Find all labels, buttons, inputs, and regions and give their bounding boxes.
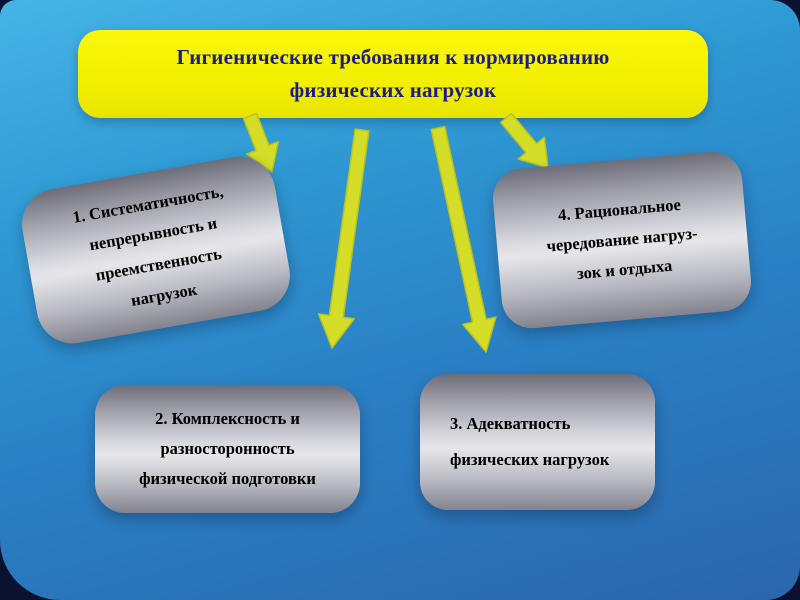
box-4-alternation-label: 4. Рациональное чередование нагруз- зок … (545, 195, 699, 283)
slide-title: Гигиенические требования к нормированию … (176, 45, 610, 102)
box-2-complexity-label: 2. Комплексность и разносторонность физи… (139, 409, 316, 488)
arrow-to-box-4 (499, 112, 549, 169)
box-3-adequacy-label: 3. Адекватность физических нагрузок (450, 413, 610, 469)
box-3-adequacy: 3. Адекватность физических нагрузок (420, 374, 655, 510)
box-2-complexity: 2. Комплексность и разносторонность физи… (95, 385, 360, 513)
box-4-alternation: 4. Рациональное чередование нагруз- зок … (490, 149, 754, 331)
arrow-to-box-3 (430, 125, 497, 353)
title-box: Гигиенические требования к нормированию … (78, 30, 708, 118)
arrow-to-box-2 (317, 128, 370, 349)
box-1-systematic-label: 1. Систематичность, непрерывность и прее… (71, 181, 225, 310)
arrow-to-box-1 (242, 112, 280, 173)
